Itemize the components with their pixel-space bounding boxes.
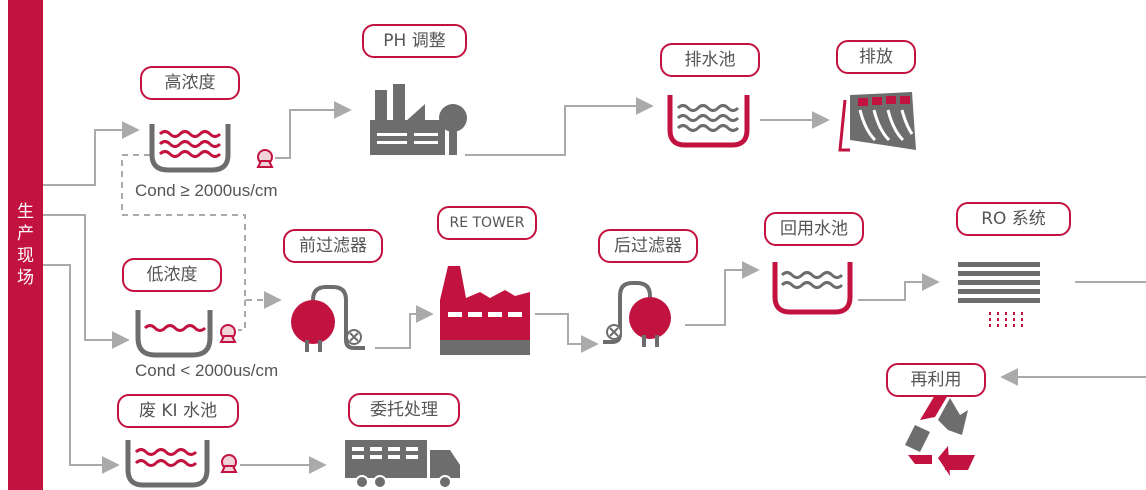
node-reuse-pool: 回用水池 [764,212,864,246]
connector-source-to-kl [43,264,120,474]
post-filter-icon [603,281,671,347]
pump-kl-icon [220,454,238,473]
ph-factory-icon [370,84,467,155]
node-outsource: 委托处理 [348,393,460,427]
pre-filter-icon [291,285,365,352]
tank-kl-icon [125,440,210,488]
condition-high: Cond ≥ 2000us/cm [135,181,278,200]
truck-icon [345,440,460,489]
connector-ph-to-drain [465,97,654,156]
recycle-icon [905,395,975,476]
node-pre-filter: 前过滤器 [283,229,383,263]
drain-pool-icon [667,95,750,148]
node-ro-system: RO 系统 [956,202,1071,236]
node-discharge: 排放 [836,40,916,74]
node-post-filter: 后过滤器 [598,229,698,263]
connector-source-to-low [43,214,130,349]
production-site-bar: 生产现场 [8,0,43,490]
connector-source-to-high [43,121,140,186]
tank-high-icon [149,124,231,173]
node-waste-kl: 废 KI 水池 [117,394,239,428]
connector-dashed-high-low [121,154,282,309]
node-ph-adjust: PH 调整 [362,24,467,58]
node-drain-pool: 排水池 [660,43,760,77]
discharge-icon [838,92,916,152]
pump-low-icon [219,324,237,343]
connectors [43,97,1146,474]
pump-high-icon [256,149,274,168]
connector-high-to-ph [275,101,352,159]
node-reuse: 再利用 [886,363,986,397]
tank-low-icon [135,310,213,358]
ro-system-icon [958,262,1040,330]
node-re-tower: RE TOWER [437,206,537,240]
connector-retower-to-postfilter [535,313,599,353]
connector-reuse-pool-to-ro [858,273,940,301]
connector-prefilter-to-retower [375,305,434,349]
node-high-conc: 高浓度 [140,66,240,100]
condition-low: Cond < 2000us/cm [135,361,279,380]
reuse-pool-icon [772,262,853,315]
production-site-label: 生产现场 [17,202,34,288]
re-tower-icon [440,266,530,355]
connector-dashed-low-pump [238,300,246,331]
connector-postfilter-to-reuse-pool [685,261,760,326]
node-low-conc: 低浓度 [122,258,222,292]
